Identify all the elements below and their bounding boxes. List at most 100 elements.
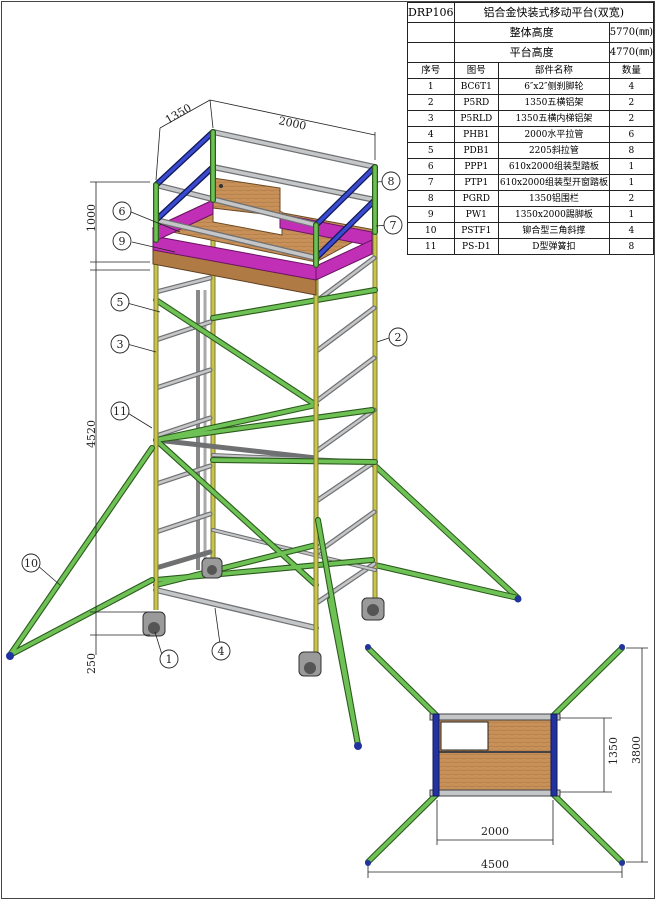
part-name: 1350五横铝架 bbox=[498, 94, 610, 111]
part-code: PW1 bbox=[453, 206, 500, 223]
guardrails bbox=[153, 129, 378, 268]
col-header-no: 序号 bbox=[407, 62, 455, 79]
part-code: PSTF1 bbox=[453, 222, 500, 239]
callout-11: 11 bbox=[113, 405, 127, 418]
part-no: 3 bbox=[407, 110, 455, 127]
scaffold-plan-view: 1350 2000 4500 3800 bbox=[365, 644, 648, 878]
dim-top-length: 2000 bbox=[277, 114, 307, 133]
part-no: 5 bbox=[407, 142, 455, 159]
part-qty: 8 bbox=[608, 238, 655, 255]
part-qty: 1 bbox=[608, 174, 655, 191]
callouts bbox=[36, 180, 393, 659]
part-no: 8 bbox=[407, 190, 455, 207]
scaffold-3d-view: 1350 2000 1000 4520 250 bbox=[6, 99, 522, 750]
part-name: 610x2000组装型踏板 bbox=[498, 158, 610, 175]
part-name: 610x2000组装型开窗踏板 bbox=[498, 174, 610, 191]
part-name: 1350铝围栏 bbox=[498, 190, 610, 207]
overall-height-value: 5770(㎜) bbox=[608, 22, 655, 43]
col-header-qty: 数量 bbox=[608, 62, 655, 79]
outrigger-front bbox=[6, 445, 362, 750]
bill-of-materials-table: DRP106 铝合金快装式移动平台(双宽) 整体高度 5770(㎜) 平台高度 … bbox=[407, 2, 655, 255]
outrigger-back bbox=[369, 460, 522, 603]
callout-5: 5 bbox=[117, 296, 124, 309]
part-name: 1350五横内梯铝架 bbox=[498, 110, 610, 127]
callout-4: 4 bbox=[218, 645, 225, 658]
part-code: PHB1 bbox=[453, 126, 500, 143]
dimension-lines-3d bbox=[90, 99, 376, 655]
part-code: P5RD bbox=[453, 94, 500, 111]
part-name: 6″x2″侧刹脚轮 bbox=[498, 78, 610, 95]
part-no: 4 bbox=[407, 126, 455, 143]
platform-height-label: 平台高度 bbox=[453, 42, 610, 63]
callout-7: 7 bbox=[390, 219, 397, 232]
part-no: 11 bbox=[407, 238, 455, 255]
callout-10: 10 bbox=[24, 557, 38, 570]
part-no: 7 bbox=[407, 174, 455, 191]
part-qty: 8 bbox=[608, 142, 655, 159]
part-qty: 2 bbox=[608, 190, 655, 207]
callout-2: 2 bbox=[395, 331, 402, 344]
dim-base-height: 250 bbox=[85, 653, 98, 674]
product-title: 铝合金快装式移动平台(双宽) bbox=[453, 2, 654, 23]
part-qty: 2 bbox=[608, 110, 655, 127]
plan-dimension-lines bbox=[367, 647, 648, 878]
diagonal-braces bbox=[153, 287, 378, 588]
part-code: PPP1 bbox=[453, 158, 500, 175]
callout-3: 3 bbox=[117, 338, 124, 351]
dim-frame-height: 4520 bbox=[85, 420, 98, 448]
callout-1: 1 bbox=[166, 653, 173, 666]
part-qty: 1 bbox=[608, 158, 655, 175]
dim-guardrail-height: 1000 bbox=[85, 204, 98, 232]
overall-height-label: 整体高度 bbox=[453, 22, 610, 43]
part-no: 1 bbox=[407, 78, 455, 95]
plan-dim-length: 2000 bbox=[481, 825, 509, 838]
callout-9: 9 bbox=[119, 235, 126, 248]
part-code: PTP1 bbox=[453, 174, 500, 191]
model-code: DRP106 bbox=[407, 2, 455, 23]
left-frame-rungs bbox=[153, 275, 213, 571]
callout-6: 6 bbox=[119, 205, 126, 218]
col-header-name: 部件名称 bbox=[498, 62, 610, 79]
part-code: PDB1 bbox=[453, 142, 500, 159]
plan-dim-total-length: 4500 bbox=[481, 858, 509, 871]
part-name: 1350x2000踢脚板 bbox=[498, 206, 610, 223]
casters bbox=[142, 557, 385, 677]
part-code: P5RLD bbox=[453, 110, 500, 127]
part-qty: 4 bbox=[608, 222, 655, 239]
part-code: PS-D1 bbox=[453, 238, 500, 255]
plan-dim-total-width: 3800 bbox=[630, 736, 643, 764]
part-code: BC6T1 bbox=[453, 78, 500, 95]
platform-height-value: 4770(㎜) bbox=[608, 42, 655, 63]
callout-circles bbox=[21, 171, 408, 669]
part-no: 6 bbox=[407, 158, 455, 175]
dim-top-width: 1350 bbox=[163, 101, 194, 126]
part-name: 铆合型三角斜撑 bbox=[498, 222, 610, 239]
part-no: 2 bbox=[407, 94, 455, 111]
part-qty: 6 bbox=[608, 126, 655, 143]
plan-hatch bbox=[440, 721, 489, 751]
platform bbox=[151, 177, 377, 296]
part-qty: 4 bbox=[608, 78, 655, 95]
part-no: 10 bbox=[407, 222, 455, 239]
plan-dim-width: 1350 bbox=[607, 737, 620, 765]
part-qty: 2 bbox=[608, 94, 655, 111]
part-name: 2205斜拉管 bbox=[498, 142, 610, 159]
part-name: 2000水平拉管 bbox=[498, 126, 610, 143]
part-name: D型弹簧扣 bbox=[498, 238, 610, 255]
callout-8: 8 bbox=[388, 175, 395, 188]
col-header-code: 图号 bbox=[453, 62, 500, 79]
part-code: PGRD bbox=[453, 190, 500, 207]
part-qty: 1 bbox=[608, 206, 655, 223]
